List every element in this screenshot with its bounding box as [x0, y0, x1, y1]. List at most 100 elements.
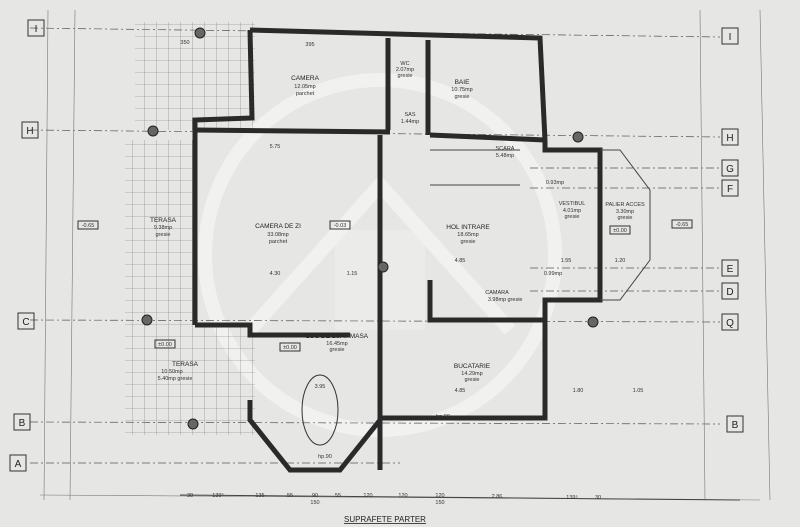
svg-text:B: B — [732, 420, 739, 431]
svg-text:4.01mp: 4.01mp — [563, 208, 581, 214]
svg-text:B: B — [19, 418, 26, 429]
inner-dimensions: 350 395 5.75 4.30 1.15 4.85 1.55 1.20 3.… — [180, 40, 643, 460]
svg-text:10.50mp: 10.50mp — [161, 369, 182, 375]
svg-text:LOC DE LUAT MASA: LOC DE LUAT MASA — [306, 333, 369, 340]
svg-text:gresie: gresie — [156, 232, 171, 238]
svg-text:4.30: 4.30 — [270, 271, 281, 277]
svg-text:±0.00: ±0.00 — [613, 228, 627, 234]
axis-labels-left: I H C B A — [9, 19, 45, 472]
svg-text:D: D — [726, 287, 733, 298]
svg-text:150: 150 — [310, 500, 319, 506]
svg-text:1.55: 1.55 — [561, 258, 572, 264]
level-marks: ±0.00 ±0.00 ±0.00 -0.03 -0.65 -0.65 — [77, 219, 693, 352]
svg-text:hp.90: hp.90 — [436, 414, 450, 420]
svg-text:5.48mp: 5.48mp — [496, 153, 514, 159]
bottom-dimensions: 30 139⁵ 135 55 90 55 120 120 120 2.86 13… — [179, 492, 741, 506]
svg-text:14.29mp: 14.29mp — [461, 371, 482, 377]
svg-text:hp.90: hp.90 — [318, 454, 332, 460]
axis-labels-right: I H G F E D Q B — [721, 27, 744, 433]
svg-text:139⁵: 139⁵ — [566, 494, 577, 501]
svg-text:PALIER ACCES: PALIER ACCES — [605, 202, 645, 208]
svg-text:5.40mp gresie: 5.40mp gresie — [158, 376, 193, 382]
svg-text:BUCATARIE: BUCATARIE — [454, 363, 491, 370]
svg-text:G: G — [726, 164, 734, 175]
svg-text:135: 135 — [255, 493, 264, 499]
svg-text:4.85: 4.85 — [455, 388, 466, 394]
svg-text:gresie: gresie — [565, 214, 580, 220]
svg-text:-0.65: -0.65 — [82, 223, 95, 229]
svg-text:H: H — [26, 126, 33, 137]
svg-text:350: 350 — [180, 40, 189, 46]
svg-text:395: 395 — [305, 42, 314, 48]
svg-text:parchet: parchet — [296, 91, 315, 97]
svg-text:A: A — [15, 459, 22, 470]
svg-text:I: I — [729, 32, 732, 43]
svg-text:2.07mp: 2.07mp — [396, 67, 414, 73]
svg-text:120: 120 — [363, 493, 372, 499]
svg-text:0.99mp: 0.99mp — [544, 271, 562, 277]
svg-text:HOL INTRARE: HOL INTRARE — [446, 224, 490, 231]
svg-text:55: 55 — [335, 493, 341, 499]
plan-title: SUPRAFETE PARTER — [344, 515, 426, 524]
svg-text:1.80: 1.80 — [573, 388, 584, 394]
svg-text:1.05: 1.05 — [633, 388, 644, 394]
svg-text:4.85: 4.85 — [455, 258, 466, 264]
svg-text:5.75: 5.75 — [270, 144, 281, 150]
columns — [141, 27, 599, 430]
svg-text:90: 90 — [312, 493, 318, 499]
svg-text:10.75mp: 10.75mp — [451, 87, 472, 93]
svg-text:gresie: gresie — [465, 377, 480, 383]
svg-text:I: I — [35, 24, 38, 35]
svg-text:F: F — [727, 184, 733, 195]
svg-text:-0.65: -0.65 — [676, 222, 689, 228]
svg-text:gresie: gresie — [398, 73, 413, 79]
svg-text:BAIE: BAIE — [455, 79, 470, 86]
svg-text:TERASA: TERASA — [150, 217, 177, 224]
svg-text:E: E — [727, 264, 734, 275]
svg-text:CAMERA DE ZI: CAMERA DE ZI — [255, 223, 301, 230]
svg-text:1.15: 1.15 — [347, 271, 358, 277]
svg-text:gresie: gresie — [455, 94, 470, 100]
svg-text:gresie: gresie — [330, 347, 345, 353]
svg-text:TERASA: TERASA — [172, 361, 199, 368]
svg-text:CAMARA: CAMARA — [485, 290, 509, 296]
svg-text:150: 150 — [435, 500, 444, 506]
svg-text:gresie: gresie — [618, 215, 633, 221]
svg-text:SAS: SAS — [404, 112, 415, 118]
walls — [192, 27, 651, 473]
terrace-tiles — [125, 22, 255, 435]
svg-text:30: 30 — [187, 493, 193, 499]
svg-text:CAMERA: CAMERA — [291, 75, 319, 82]
svg-text:WC: WC — [400, 61, 409, 67]
svg-text:2.86: 2.86 — [492, 494, 503, 500]
svg-text:±0.00: ±0.00 — [158, 342, 172, 348]
svg-text:3.98mp: 3.98mp — [488, 297, 506, 303]
svg-text:SCARA: SCARA — [496, 146, 515, 152]
svg-text:120: 120 — [435, 493, 444, 499]
dining-table — [301, 374, 339, 446]
svg-text:VESTIBUL: VESTIBUL — [559, 201, 586, 207]
svg-text:16.45mp: 16.45mp — [326, 341, 347, 347]
svg-text:9.38mp: 9.38mp — [154, 225, 172, 231]
svg-text:33.08mp: 33.08mp — [267, 232, 288, 238]
svg-text:Q: Q — [726, 318, 734, 329]
svg-text:139⁵: 139⁵ — [212, 492, 223, 499]
svg-text:3.95: 3.95 — [315, 384, 326, 390]
svg-text:C: C — [22, 317, 29, 328]
svg-text:H: H — [726, 133, 733, 144]
svg-text:±0.00: ±0.00 — [283, 345, 297, 351]
svg-text:gresie: gresie — [461, 239, 476, 245]
svg-text:18.65mp: 18.65mp — [457, 232, 478, 238]
svg-text:30: 30 — [595, 495, 601, 501]
svg-text:gresie: gresie — [508, 297, 523, 303]
svg-text:1.20: 1.20 — [615, 258, 626, 264]
svg-text:12.05mp: 12.05mp — [294, 84, 315, 90]
svg-text:1.44mp: 1.44mp — [401, 119, 419, 125]
svg-text:3.30mp: 3.30mp — [616, 209, 634, 215]
svg-text:-0.03: -0.03 — [334, 223, 347, 229]
svg-text:55: 55 — [287, 493, 293, 499]
svg-text:parchet: parchet — [269, 239, 288, 245]
svg-text:0.93mp: 0.93mp — [546, 180, 564, 186]
